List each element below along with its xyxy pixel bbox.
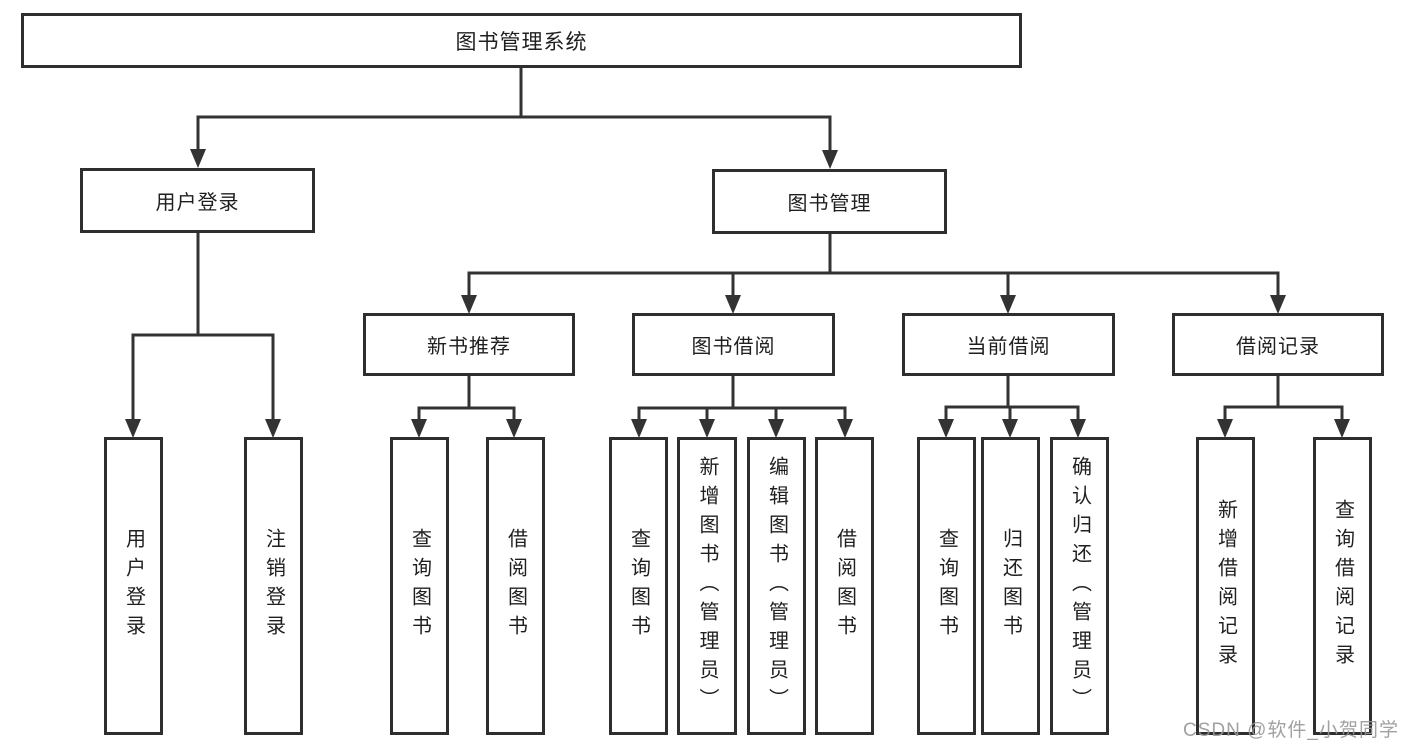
node-leaf-borrow-books-1: 借阅图书 <box>486 437 545 735</box>
csdn-watermark: CSDN @软件_小贺同学 <box>1183 720 1399 741</box>
arrowhead <box>265 419 281 438</box>
connector-path <box>131 66 1344 423</box>
node-leaf-add-borrow-record: 新增借阅记录 <box>1196 437 1255 735</box>
arrowhead <box>1270 295 1286 314</box>
arrowhead <box>768 419 784 438</box>
node-current-borrowing: 当前借阅 <box>902 313 1115 376</box>
arrowhead <box>125 419 141 438</box>
arrowhead <box>1070 419 1086 438</box>
arrowhead <box>699 419 715 438</box>
arrowhead <box>1000 295 1016 314</box>
arrowheads <box>125 149 1350 438</box>
node-leaf-edit-books-admin: 编辑图书（管理员） <box>747 437 806 735</box>
node-book-management-branch: 图书管理 <box>712 169 947 234</box>
node-borrowing-records: 借阅记录 <box>1172 313 1384 376</box>
arrowhead <box>1334 419 1350 438</box>
arrowhead <box>725 295 741 314</box>
node-leaf-query-borrow-record: 查询借阅记录 <box>1313 437 1372 735</box>
arrowhead <box>190 149 206 168</box>
node-book-borrowing: 图书借阅 <box>632 313 835 376</box>
node-leaf-query-books-1: 查询图书 <box>390 437 449 735</box>
node-user-login-branch: 用户登录 <box>80 168 315 233</box>
arrowhead <box>506 419 522 438</box>
arrowhead <box>631 419 647 438</box>
node-leaf-query-books-2: 查询图书 <box>609 437 668 735</box>
arrowhead <box>938 419 954 438</box>
arrowhead <box>411 419 427 438</box>
node-leaf-query-books-3: 查询图书 <box>917 437 976 735</box>
node-leaf-borrow-books-2: 借阅图书 <box>815 437 874 735</box>
node-leaf-add-books-admin: 新增图书（管理员） <box>677 437 737 735</box>
arrowhead <box>461 295 477 314</box>
node-leaf-user-login: 用户登录 <box>104 437 163 735</box>
arrowhead <box>1217 419 1233 438</box>
node-leaf-logout: 注销登录 <box>244 437 303 735</box>
node-leaf-return-books: 归还图书 <box>981 437 1040 735</box>
node-leaf-confirm-return-admin: 确认归还（管理员） <box>1050 437 1109 735</box>
arrowhead <box>837 419 853 438</box>
node-library-management-system: 图书管理系统 <box>21 13 1022 68</box>
node-new-book-recommendation: 新书推荐 <box>363 313 575 376</box>
arrowhead <box>822 150 838 169</box>
arrowhead <box>1002 419 1018 438</box>
